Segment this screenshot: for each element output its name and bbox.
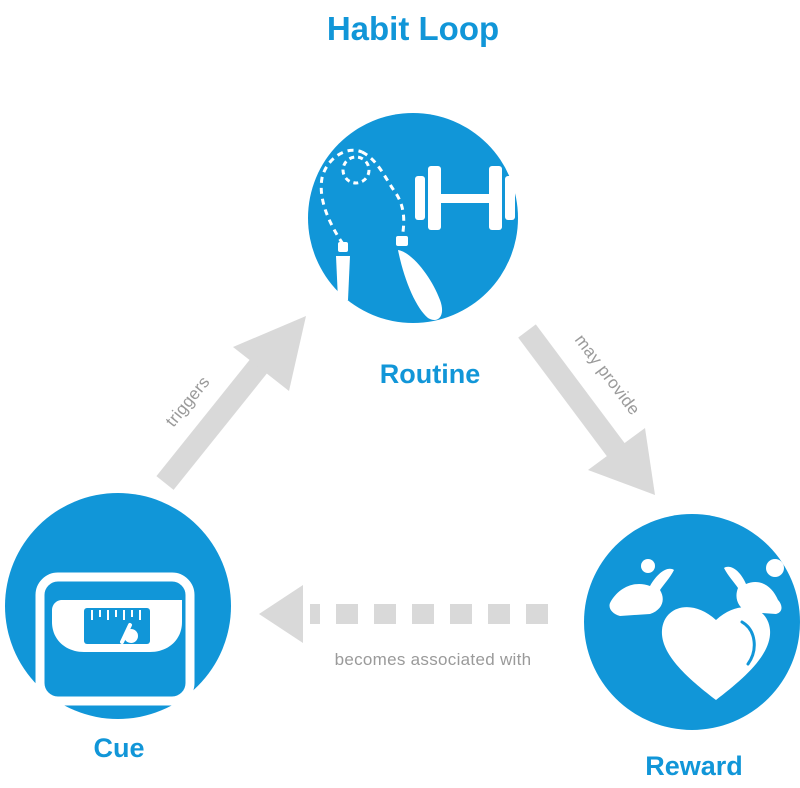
- node-reward: [584, 514, 800, 730]
- node-label-cue: Cue: [93, 733, 144, 763]
- arrow-becomes-associated: [259, 585, 548, 643]
- jump-rope-icon: [319, 148, 443, 320]
- flexed-biceps-icon: [609, 559, 784, 616]
- dumbbell-icon: [415, 166, 515, 230]
- node-routine: [308, 113, 518, 323]
- node-label-routine: Routine: [380, 359, 481, 389]
- routine-circle: [308, 113, 518, 323]
- edge-label-becomes-associated: becomes associated with: [335, 650, 532, 669]
- diagram-title: Habit Loop: [327, 10, 499, 47]
- arrow-may-provide: [518, 324, 655, 495]
- node-label-reward: Reward: [645, 751, 743, 781]
- arrow-triggers: [156, 316, 306, 490]
- heart-icon: [661, 607, 771, 700]
- bathroom-scale-icon: [35, 572, 195, 706]
- node-cue: [5, 493, 231, 719]
